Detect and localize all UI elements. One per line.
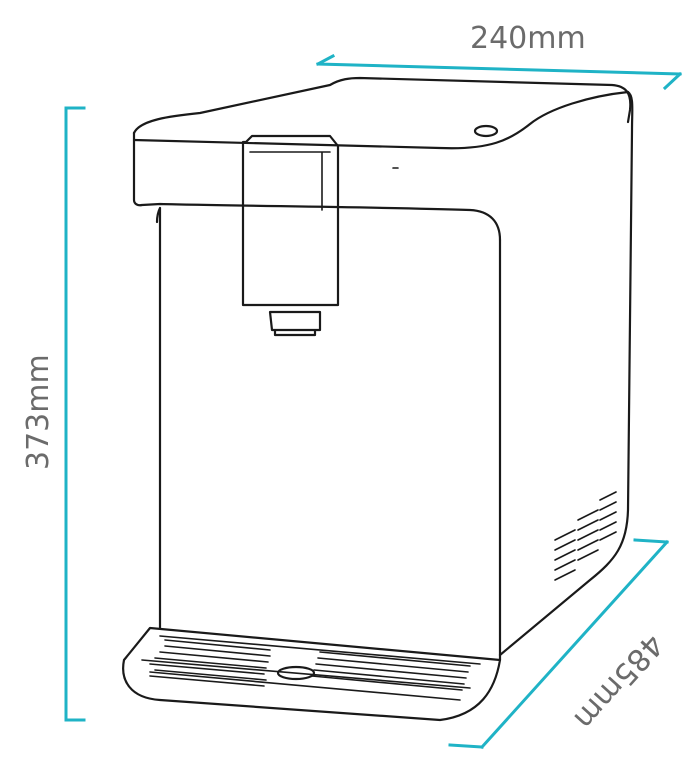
drip-tray	[122, 626, 502, 722]
right-side-panel	[498, 90, 634, 657]
width-label: 240mm	[470, 21, 586, 56]
top-panel-front-edge	[132, 131, 502, 242]
spout-housing-edge	[249, 151, 331, 211]
spout-nozzle	[268, 310, 322, 337]
depth-dimension-line	[448, 538, 670, 750]
drip-tray-drain	[276, 665, 316, 681]
height-dimension: 373mm	[21, 106, 86, 722]
depth-dimension: 485mm	[448, 538, 670, 750]
spout-housing	[241, 134, 340, 307]
side-vents	[554, 491, 617, 581]
top-button	[473, 124, 499, 138]
width-dimension: 240mm	[315, 21, 683, 91]
top-panel	[132, 76, 632, 135]
dispenser-body	[122, 76, 634, 722]
front-panel	[155, 206, 502, 662]
top-panel-curve	[132, 90, 630, 150]
drip-tray-grille	[149, 639, 471, 691]
drip-tray-inner	[141, 635, 481, 701]
depth-label: 485mm	[567, 627, 670, 736]
height-label: 373mm	[21, 354, 56, 470]
width-dimension-line	[315, 53, 683, 91]
height-dimension-line	[64, 106, 86, 722]
